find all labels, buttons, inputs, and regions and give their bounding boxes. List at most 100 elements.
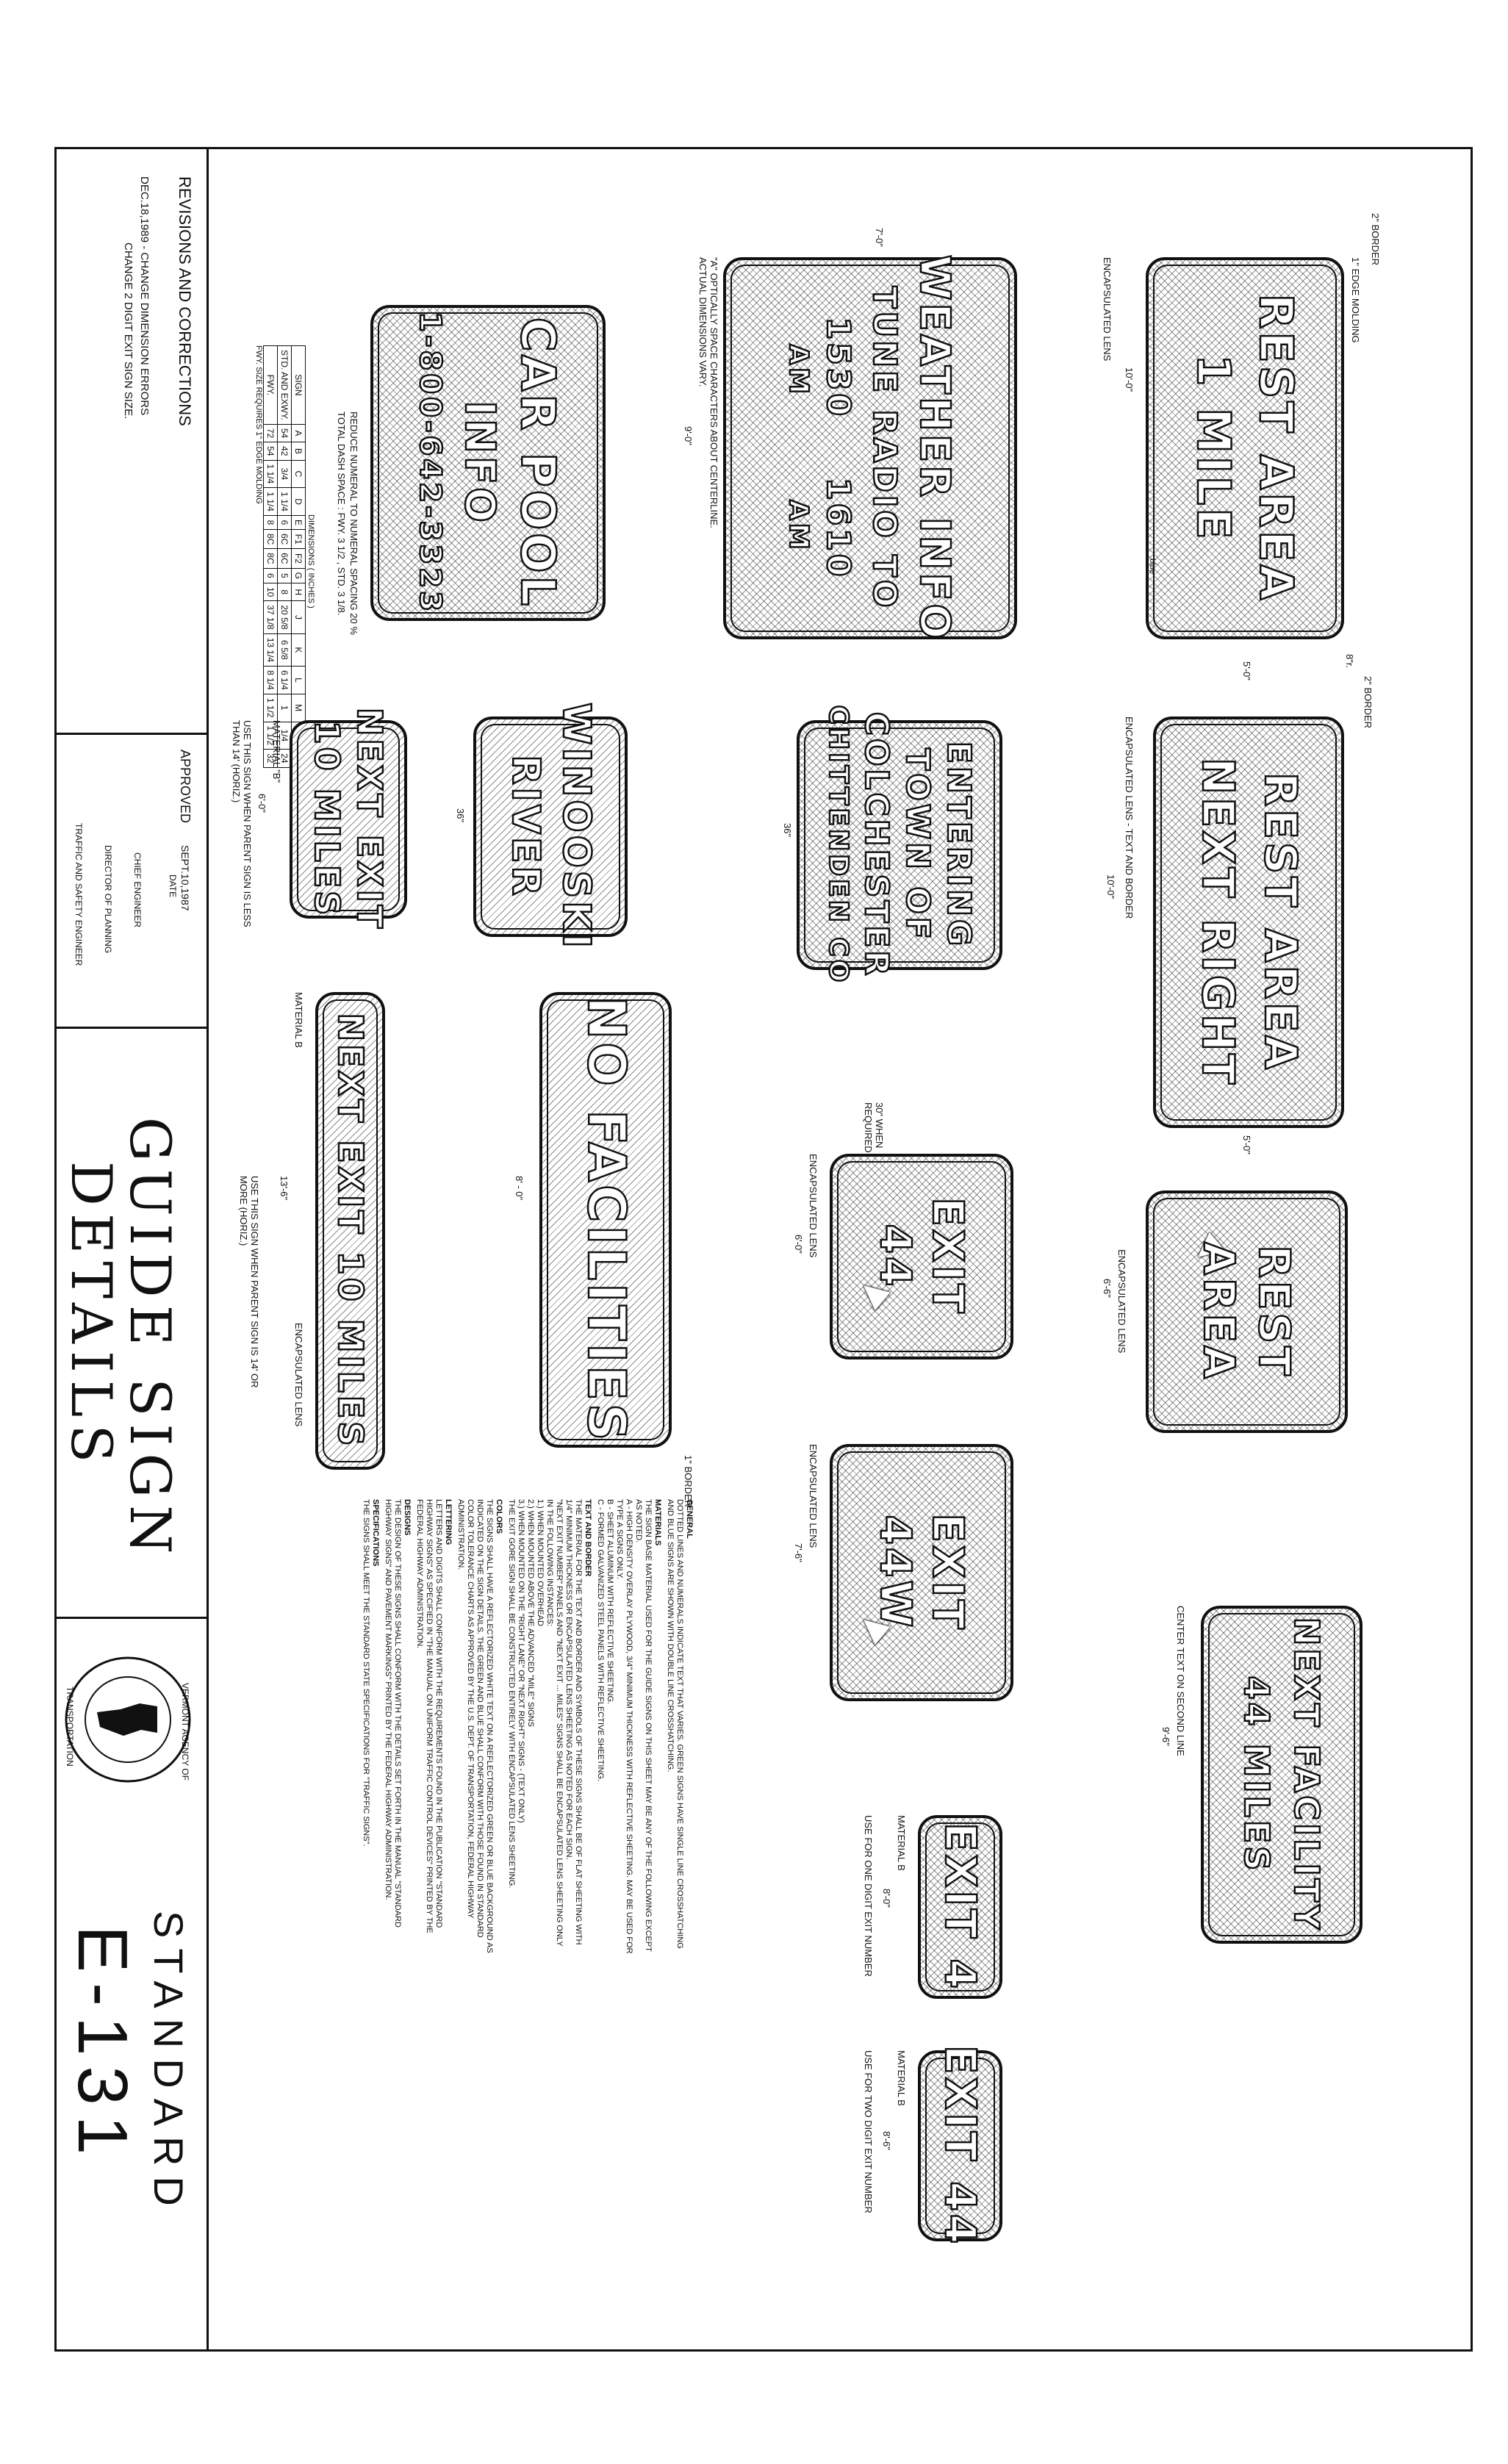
dim-width: 9'-6" [1160,1727,1171,1746]
table-header-cell: M [291,694,306,722]
dim-width: 7'-6" [793,1543,804,1562]
sign-rest-area-1-mile: REST AREA 1 MILE [1146,257,1344,639]
table-header-cell: F1 [291,529,306,549]
table-header-cell: G [291,568,306,583]
table-cell: 1 1/4 [263,460,278,488]
notes-heading: TEXT AND BORDER [584,1499,592,1577]
sign-text: REST AREA [1249,292,1304,603]
sign-next-exit-10-miles-long: NEXT EXIT 10 MILES [315,992,385,1470]
note-label: 30" WHEN REQUIRED [863,1102,885,1153]
table-footnote: FWY. SIZE REQUIRES 1" EDGE MOLDING [254,345,263,504]
agency-name: TRANSPORTATION [65,1687,75,1767]
sign-text: TOWN OF [898,747,938,943]
table-header-cell: J [291,600,306,634]
dim-width: 6'-0" [256,794,268,813]
material-label: MATERIAL "B" [271,720,282,783]
sign-exit-44w: EXIT 44W [830,1444,1013,1701]
notes-text: DOTTED LINES AND NUMERALS INDICATE TEXT … [666,1499,684,1949]
usage-label: USE FOR TWO DIGIT EXIT NUMBER [863,2050,874,2213]
notes-heading: DESIGNS [403,1499,412,1536]
color-label: blue [1148,558,1157,574]
material-label: MATERIAL B [896,1815,907,1871]
molding-label: 1" EDGE MOLDING [1350,257,1361,343]
dim-width: 9'-0" [683,426,694,445]
sign-next-exit-10-miles: NEXT EXIT 10 MILES [290,707,407,932]
table-cell: 8 [277,583,292,601]
sign-no-facilities: NO FACILITIES [539,992,672,1448]
sign-text: EXIT 44 [935,2044,987,2248]
sign-text: EXIT [922,1196,974,1317]
director-planning-label: DIRECTOR OF PLANNING [103,845,113,954]
notes-text: 2.) WHEN MOUNTED ABOVE THE ADVANCED "MIL… [526,1499,535,1727]
table-cell: 1 [277,694,292,722]
notes-text: THE SIGNS SHALL HAVE A REFLECTORIZED WHI… [456,1499,494,1953]
sign-text: EXIT 4 [935,1822,987,1993]
usage-label: USE THIS SIGN WHEN PARENT SIGN IS 14' OR… [238,1176,260,1388]
table-cell: 6 5/8 [277,633,292,667]
notes-heading: GENERAL [685,1499,694,1539]
sign-text: INFO [455,400,505,526]
table-cell: 20 5/8 [277,600,292,634]
sign-text: 1-800-642-3323 [412,311,448,615]
table-cell: 6C [277,529,292,549]
drawing-title: GUIDE SIGN [118,1117,183,1562]
notes-text: B - SHEET ALUMINUM WITH REFLECTIVE SHEET… [606,1499,614,1705]
table-header-cell: SIGN [291,345,306,425]
lens-label: ENCAPSULATED LENS [1116,1249,1127,1354]
standard-number: E-131 [63,1925,142,2166]
sign-text: AREA [1193,1241,1246,1383]
dim-height: 5'-0" [1241,661,1252,680]
sign-text: NO FACILITIES [575,995,638,1444]
sign-text: MILES [1236,1742,1278,1874]
approved-date: SEPT.10,1987 [179,845,191,911]
sign-text: EXIT [922,1512,974,1633]
table-cell: 54 [277,424,292,442]
sign-winooski: WINOOSKI RIVER [473,702,628,952]
lens-label: ENCAPSULATED LENS [1102,257,1113,362]
dims-table: SIGNABCDEF1F2GHJKLMNP STD. AND EXWY.5442… [263,345,306,768]
standard-label: STANDARD [146,1911,192,2216]
note-label: REDUCE NUMERAL TO NUMERAL SPACING 20 % [348,412,359,635]
table-cell: 6 [277,515,292,530]
dim-height: 5'-0" [1241,1135,1252,1154]
sign-text: NEXT RIGHT [1191,757,1245,1088]
dim-width: 6'-6" [1102,1279,1113,1298]
table-cell: 1 1/4 [277,487,292,516]
table-cell: FWY. [263,345,278,425]
material-label: MATERIAL B [293,992,304,1048]
notes-text: A - HIGH DENSITY OVERLAY PLYWOOD, 3/4" M… [615,1499,633,1954]
sign-text: WINOOSKI [553,702,599,952]
table-cell: 6C [277,548,292,569]
sign-text: NEXT EXIT 10 MILES [329,1012,371,1449]
notes-text: THE MATERIAL FOR THE TEXT AND BORDER AND… [564,1499,583,1945]
note-label: TOTAL DASH SPACE : FWY. 3 1/2 , STD. 3 1… [336,412,347,616]
sign-rest-area-arrow: REST AREA [1146,1190,1348,1433]
general-notes: GENERAL DOTTED LINES AND NUMERALS INDICA… [361,1499,694,1955]
dim-height: 7'-0" [874,228,885,247]
dim-width: 36" [782,823,793,838]
table-cell: 42 [277,442,292,461]
notes-heading: MATERIALS [653,1499,662,1546]
table-cell: 8 1/4 [263,666,278,694]
sign-text: NEXT EXIT [349,707,391,933]
notes-heading: SPECIFICATIONS [371,1499,380,1567]
revisions-title: REVISIONS AND CORRECTIONS [176,176,194,426]
table-cell: 8C [263,529,278,549]
table-cell: 5 [277,568,292,583]
sign-text: CAR POOL [509,316,566,609]
table-cell: 10 [263,583,278,601]
sign-text: TUNE RADIO TO [864,285,904,611]
usage-label: USE FOR ONE DIGIT EXIT NUMBER [863,1815,874,1977]
table-cell: 54 [263,442,278,461]
table-header-cell: K [291,633,306,667]
dim-width: 8' - 0" [514,1176,525,1201]
table-header-cell: E [291,515,306,530]
sign-text: 44W [870,1514,922,1631]
sign-text: COLCHESTER [857,711,897,979]
table-cell: 1 1/4 [263,487,278,516]
table-cell: 37 1/8 [263,600,278,634]
